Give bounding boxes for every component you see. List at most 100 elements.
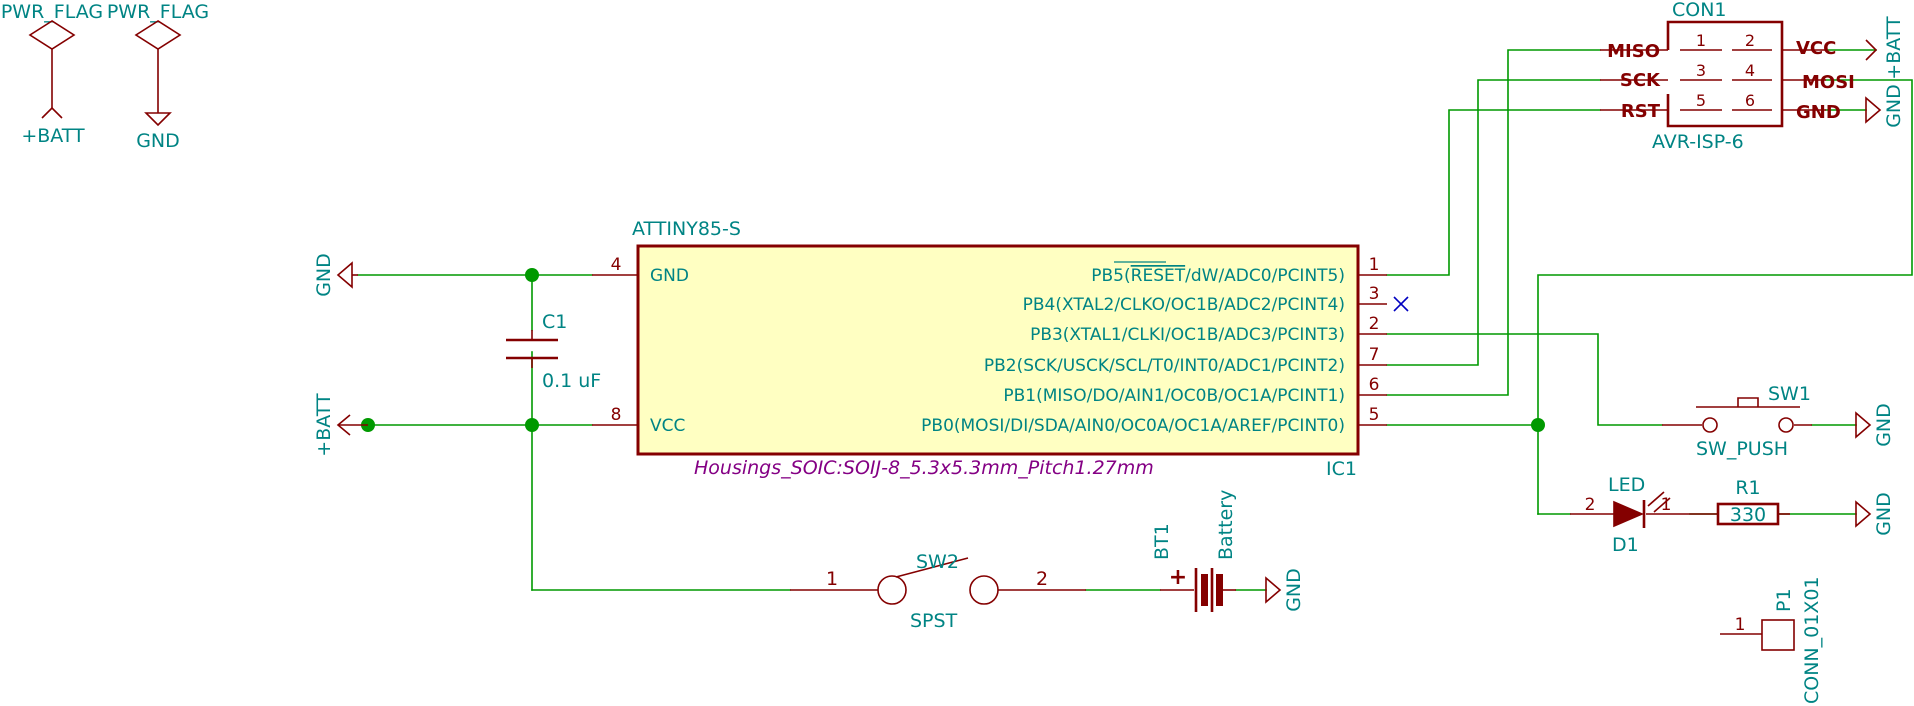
bt1-value: Battery [1215,490,1237,560]
battery-plate-icon [1216,574,1223,606]
switch-sw1[interactable]: SW1 SW_PUSH [1662,383,1812,460]
junction-dot [525,418,539,432]
gnd-label: GND [1883,84,1905,128]
gnd-symbol-icon [144,112,172,127]
con1-pin-name: SCK [1620,70,1661,91]
power-flag-gnd-value: PWR_FLAG [107,1,209,23]
con1-pin-num: 3 [1696,61,1706,80]
d1-value: LED [1608,474,1645,496]
con1-body [1666,20,1784,128]
bt1-plus: + [1169,565,1187,590]
sw1-contact-icon [1702,417,1718,433]
ic1-pin-num: 6 [1369,375,1380,395]
bt1-ref: BT1 [1151,523,1173,560]
ic1-pin-name: PB0(MOSI/DI/SDA/AIN0/OC0A/OC1A/AREF/PCIN… [921,416,1345,436]
c1-ref: C1 [542,311,567,333]
gnd-symbol-isp[interactable]: GND [1865,84,1905,128]
con1-pin-num: 5 [1696,91,1706,110]
con1-pin-name: GND [1796,102,1841,123]
p1-body [1761,619,1795,651]
power-flag-diamond-icon [28,20,76,50]
led-d1[interactable]: 2 1 LED D1 [1570,474,1690,556]
batt-symbol-left[interactable]: +BATT [313,393,368,457]
p1-value: CONN_01X01 [1801,576,1823,704]
gnd-symbol-r1[interactable]: GND [1855,492,1895,536]
connector-p1[interactable]: 1 P1 CONN_01X01 [1720,576,1823,704]
power-flag-batt[interactable]: PWR_FLAG +BATT [1,1,103,147]
no-connect-icon [1393,296,1409,312]
sw2-contact-icon [877,575,907,605]
sw1-ref: SW1 [1768,383,1811,405]
batt-arrow-icon [336,414,351,436]
ic1-pin-num: 4 [611,255,622,275]
gnd-symbol-icon [1865,96,1882,124]
ic1-pin-num: 5 [1369,405,1380,425]
ic1-part: ATTINY85-S [632,218,741,240]
batt-label: +BATT [313,393,335,457]
gnd-symbol-icon [1265,576,1282,604]
con1-pin-name: RST [1621,101,1661,122]
sw1-value: SW_PUSH [1696,438,1788,460]
batt-arrow-icon [1865,39,1878,61]
ic1-body [636,244,1360,456]
ic1-pin-num: 3 [1369,284,1380,304]
switch-sw2[interactable]: 1 2 SW2 SPST [790,551,1086,632]
ic1-attiny85[interactable]: ATTINY85-S 4 8 GND VCC 1 3 2 7 6 5 PB5(R… [592,218,1409,480]
wire-miso [1386,49,1601,396]
con1-pin-name: MOSI [1802,72,1855,93]
power-flag-gnd[interactable]: PWR_FLAG GND [107,1,209,152]
junction-dot [1531,418,1545,432]
ic1-pin-num: 1 [1369,255,1380,275]
ic1-pin-num: 7 [1369,345,1380,365]
d1-pin-num: 1 [1661,495,1672,515]
sw2-pin-num: 1 [826,568,838,590]
junction-dot [525,268,539,282]
led-emission-icon [1653,497,1671,513]
con1-pin-num: 4 [1745,61,1755,80]
d1-ref: D1 [1612,534,1639,556]
connector-con1[interactable]: CON1 1 2 3 4 5 6 MISO VCC SCK MOSI RST G… [1600,0,1855,153]
con1-pin-num: 6 [1745,91,1755,110]
gnd-label: GND [1283,568,1305,612]
gnd-symbol-bt1[interactable]: GND [1265,568,1305,612]
sw2-value: SPST [910,610,958,632]
gnd-symbol-left[interactable]: GND [313,253,358,297]
sw2-lever-icon [895,557,969,578]
con1-pin-name: VCC [1796,38,1836,59]
power-flag-batt-net: +BATT [21,125,85,147]
gnd-label: GND [1873,492,1895,536]
p1-ref: P1 [1773,588,1795,612]
sw1-contact-icon [1778,417,1794,433]
sw2-contact-icon [969,575,999,605]
diode-triangle-icon [1613,500,1645,528]
con1-pin-num: 2 [1745,31,1755,50]
sw1-button-icon [1737,397,1759,407]
gnd-symbol-icon [1855,500,1872,528]
ic1-pin-name: PB4(XTAL2/CLKO/OC1B/ADC2/PCINT4) [1023,295,1345,315]
resistor-r1[interactable]: R1 330 [1690,477,1790,526]
gnd-symbol-sw1[interactable]: GND [1855,403,1895,447]
batt-label: +BATT [1883,16,1905,80]
batt-symbol-isp[interactable]: +BATT [1865,16,1905,80]
ic1-pin-num: 8 [611,405,622,425]
ic1-pin-name: GND [650,266,689,286]
c1-value: 0.1 uF [542,370,601,392]
power-flag-batt-value: PWR_FLAG [1,1,103,23]
gnd-symbol-icon [336,261,353,289]
r1-value: 330 [1730,504,1766,526]
ic1-pin-name: VCC [650,416,685,436]
gnd-symbol-icon [1855,411,1872,439]
resistor-body-icon [1716,502,1780,526]
sw2-ref: SW2 [916,551,959,573]
wire-rst [1386,109,1601,276]
power-flag-batt-arrow-icon [41,106,63,119]
con1-pin-num: 1 [1696,31,1706,50]
sw2-pin-num: 2 [1036,568,1048,590]
gnd-label: GND [313,253,335,297]
battery-bt1[interactable]: + BT1 Battery [1151,490,1237,612]
con1-ref: CON1 [1672,0,1727,21]
capacitor-c1[interactable]: C1 0.1 uF [506,311,601,392]
con1-pin-name: MISO [1607,41,1660,62]
wire-pb3-sw1 [1386,333,1663,426]
